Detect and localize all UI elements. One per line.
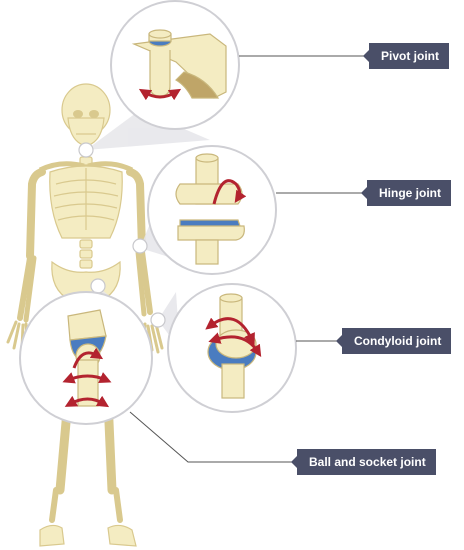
ball-socket-rotation-arrow-2-icon — [62, 372, 112, 384]
ribcage — [49, 165, 123, 239]
hinge-rotation-arrow-icon — [212, 179, 247, 205]
leader-lines — [129, 55, 364, 463]
skeleton — [6, 83, 164, 547]
elbow-joint-marker — [132, 238, 148, 254]
skull — [61, 83, 111, 147]
hinge-joint-callout — [147, 145, 277, 275]
neck-joint-marker — [78, 142, 94, 158]
pivot-joint-callout — [110, 0, 240, 130]
condyloid-joint-label: Condyloid joint — [335, 328, 452, 354]
ball-socket-joint-label: Ball and socket joint — [291, 449, 436, 475]
right-arm — [126, 168, 164, 354]
ball-socket-leader-line — [129, 411, 292, 463]
condyloid-joint-callout — [167, 283, 297, 413]
ball-socket-joint-callout — [19, 291, 153, 425]
pivot-rotation-arrow-icon — [138, 88, 182, 101]
left-arm — [6, 168, 46, 352]
hinge-joint-label: Hinge joint — [361, 180, 451, 206]
pivot-joint-illustration — [131, 29, 227, 99]
hip-joint-marker — [90, 278, 106, 294]
ball-socket-rotation-arrow-3-icon — [64, 395, 110, 408]
condyloid-rotation-arrow-2-icon — [208, 332, 262, 358]
joint-markers — [78, 142, 166, 328]
wrist-joint-marker — [150, 312, 166, 328]
ball-socket-rotation-arrow-1-icon — [72, 347, 104, 369]
hinge-joint-illustration — [175, 153, 245, 265]
pivot-joint-label: Pivot joint — [363, 43, 449, 69]
